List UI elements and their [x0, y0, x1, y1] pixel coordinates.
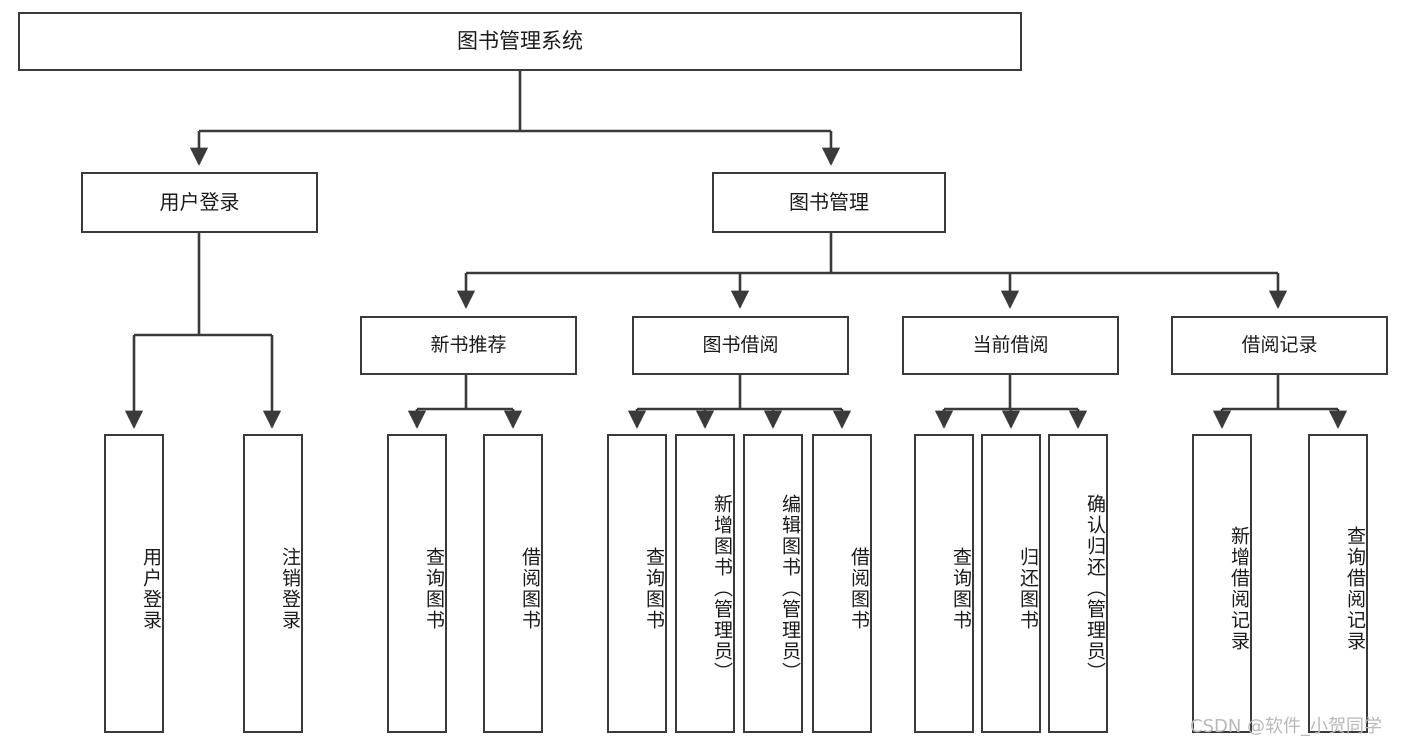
leaf-add-book-admin-label: 新增图书（管理员）: [711, 494, 733, 683]
leaf-query-book-rec-label: 查询图书: [423, 546, 445, 631]
leaf-logout[interactable]: 注销登录: [243, 434, 303, 733]
node-borrow-record[interactable]: 借阅记录: [1171, 316, 1388, 375]
node-user-login-label: 用户登录: [159, 190, 240, 215]
node-current-borrow-label: 当前借阅: [972, 333, 1049, 356]
watermark: CSDN @软件_小贺同学: [1190, 716, 1383, 737]
leaf-borrow-book-rec-label: 借阅图书: [519, 546, 541, 631]
node-root[interactable]: 图书管理系统: [18, 12, 1022, 71]
leaf-query-book-current[interactable]: 查询图书: [914, 434, 974, 733]
node-book-borrow[interactable]: 图书借阅: [632, 316, 849, 375]
leaf-edit-book-admin[interactable]: 编辑图书（管理员）: [743, 434, 803, 733]
leaf-query-book-current-label: 查询图书: [950, 546, 972, 631]
node-user-login[interactable]: 用户登录: [81, 172, 318, 233]
leaf-query-borrow-record-label: 查询借阅记录: [1344, 525, 1366, 652]
leaf-borrow-book-rec[interactable]: 借阅图书: [483, 434, 543, 733]
node-new-book-recommend-label: 新书推荐: [430, 333, 507, 356]
leaf-query-book-borrow-label: 查询图书: [643, 546, 665, 631]
leaf-add-borrow-record-label: 新增借阅记录: [1228, 525, 1250, 652]
node-new-book-recommend[interactable]: 新书推荐: [360, 316, 577, 375]
leaf-user-login[interactable]: 用户登录: [104, 434, 164, 733]
leaf-confirm-return-admin-label: 确认归还（管理员）: [1084, 494, 1106, 683]
leaf-user-login-label: 用户登录: [140, 546, 162, 631]
leaf-query-book-rec[interactable]: 查询图书: [387, 434, 447, 733]
node-root-label: 图书管理系统: [457, 28, 583, 53]
leaf-add-borrow-record[interactable]: 新增借阅记录: [1192, 434, 1252, 733]
leaf-confirm-return-admin[interactable]: 确认归还（管理员）: [1048, 434, 1108, 733]
leaf-logout-label: 注销登录: [279, 546, 301, 631]
leaf-query-book-borrow[interactable]: 查询图书: [607, 434, 667, 733]
node-book-borrow-label: 图书借阅: [702, 333, 779, 356]
leaf-query-borrow-record[interactable]: 查询借阅记录: [1308, 434, 1368, 733]
node-current-borrow[interactable]: 当前借阅: [902, 316, 1119, 375]
node-book-management-label: 图书管理: [789, 190, 869, 215]
node-book-management[interactable]: 图书管理: [712, 172, 946, 233]
leaf-edit-book-admin-label: 编辑图书（管理员）: [779, 494, 801, 683]
leaf-return-book[interactable]: 归还图书: [981, 434, 1041, 733]
leaf-return-book-label: 归还图书: [1017, 546, 1039, 631]
leaf-borrow-book-label: 借阅图书: [848, 546, 870, 631]
node-borrow-record-label: 借阅记录: [1241, 333, 1318, 356]
leaf-add-book-admin[interactable]: 新增图书（管理员）: [675, 434, 735, 733]
leaf-borrow-book[interactable]: 借阅图书: [812, 434, 872, 733]
